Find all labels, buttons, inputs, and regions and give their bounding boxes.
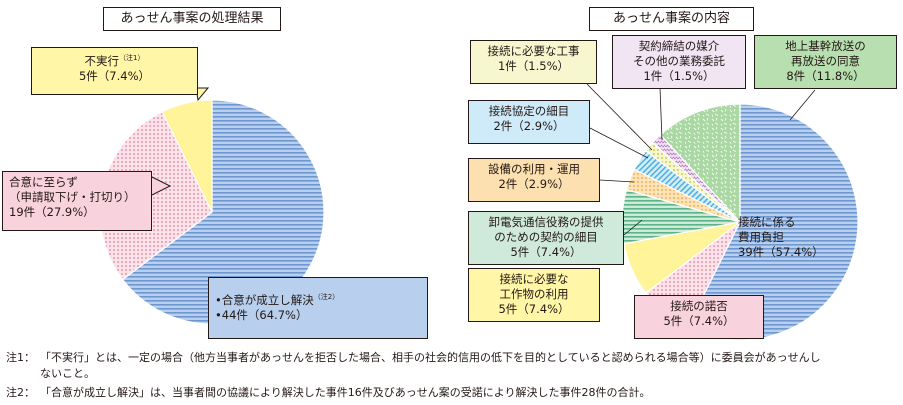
callout-agreement: •合意が成立し解決（注2） •44件（64.7%） <box>208 277 428 339</box>
label-cost-sub: 費用負担 <box>738 230 784 244</box>
results-slice-2 <box>161 99 213 213</box>
count-wholesale: 5件（7.4%） <box>510 245 582 259</box>
footnote-2-text: 「合意が成立し解決」は、当事者間の協議により解決した事件16件及びあっせん案の受… <box>40 386 651 399</box>
callout-structures: 接続に必要な 工作物の利用 5件（7.4%） <box>468 268 600 322</box>
count-construction: 1件（1.5%） <box>497 59 570 73</box>
label-facility-use: 設備の利用・運用 <box>488 162 580 176</box>
callout-agreement-details: 接続協定の細目 2件（2.9%） <box>468 100 590 144</box>
footnote-1: 注1： 「不実行」とは、一定の場合（他方当事者があっせんを拒否した場合、相手の社会… <box>6 350 901 382</box>
label-broadcast-sub: 再放送の同意 <box>791 54 860 68</box>
count-outsourcing: 1件（1.5%） <box>643 69 715 83</box>
footnote-1-label: 注1： <box>6 351 35 364</box>
footnote-1-text-cont: ないこと。 <box>40 367 95 380</box>
count-agreement: •44件（64.7%） <box>215 307 308 322</box>
count-no-agreement: 19件（27.9%） <box>9 205 95 219</box>
label-cost: 接続に係る <box>738 215 796 229</box>
count-structures: 5件（7.4%） <box>498 302 570 316</box>
results-slice-0 <box>121 99 325 325</box>
count-broadcast: 8件（11.8%） <box>786 69 865 83</box>
label-not-executed: 不実行 <box>84 53 120 68</box>
callout-facility-use: 設備の利用・運用 2件（2.9%） <box>468 158 600 202</box>
label-outsourcing: 契約締結の媒介 <box>638 39 720 53</box>
callout-broadcast: 地上基幹放送の 再放送の同意 8件（11.8%） <box>754 35 897 89</box>
note-ref-1: （注1） <box>119 54 145 62</box>
count-facility-use: 2件（2.9%） <box>498 177 570 191</box>
count-agreement-details: 2件（2.9%） <box>493 119 565 133</box>
label-no-agreement: 合意に至らず <box>9 175 78 189</box>
right-chart-title: あっせん事案の内容 <box>589 7 754 31</box>
callout-not-executed: 不実行（注1） 5件（7.4%） <box>31 47 198 95</box>
label-construction: 接続に必要な工事 <box>487 44 580 58</box>
bullet-agreement: • <box>215 292 222 307</box>
callout-construction: 接続に必要な工事 1件（1.5%） <box>470 40 597 84</box>
label-structures-sub: 工作物の利用 <box>499 287 569 301</box>
contents-slice-8 <box>659 103 741 224</box>
callout-no-agreement: 合意に至らず （申請取下げ・打切り） 19件（27.9%） <box>2 171 152 231</box>
callout-outsourcing: 契約締結の媒介 その他の業務委託 1件（1.5%） <box>612 35 746 89</box>
left-chart-title: あっせん事案の処理結果 <box>103 7 281 31</box>
label-refusal: 接続の諾否 <box>670 299 728 313</box>
note-ref-2: （注2） <box>313 293 340 301</box>
label-outsourcing-sub: その他の業務委託 <box>633 54 725 68</box>
label-wholesale-sub: のための契約の細目 <box>494 230 598 244</box>
label-wholesale: 卸電気通信役務の提供 <box>488 215 604 229</box>
label-structures: 接続に必要な <box>499 272 569 286</box>
label-agreement-details: 接続協定の細目 <box>488 104 570 118</box>
label-broadcast: 地上基幹放送の <box>785 39 866 53</box>
pie-chart-contents <box>621 103 859 341</box>
footnote-2-label: 注2： <box>6 386 35 399</box>
footnote-2: 注2： 「合意が成立し解決」は、当事者間の協議により解決した事件16件及びあっせん… <box>6 385 901 401</box>
callout-cost: 接続に係る 費用負担 39件（57.4%） <box>738 212 834 268</box>
label-no-agreement-sub: （申請取下げ・打切り） <box>9 190 136 204</box>
count-refusal: 5件（7.4%） <box>663 314 735 328</box>
pie-chart-results <box>99 99 325 325</box>
callout-wholesale: 卸電気通信役務の提供 のための契約の細目 5件（7.4%） <box>468 211 624 265</box>
count-not-executed: 5件（7.4%） <box>78 68 151 83</box>
contents-slice-0 <box>686 103 859 341</box>
label-agreement: 合意が成立し解決 <box>221 292 314 307</box>
count-cost: 39件（57.4%） <box>738 245 824 259</box>
callout-refusal: 接続の諾否 5件（7.4%） <box>634 295 764 339</box>
footnote-1-text: 「不実行」とは、一定の場合（他方当事者があっせんを拒否した場合、相手の社会的信用… <box>40 351 821 364</box>
